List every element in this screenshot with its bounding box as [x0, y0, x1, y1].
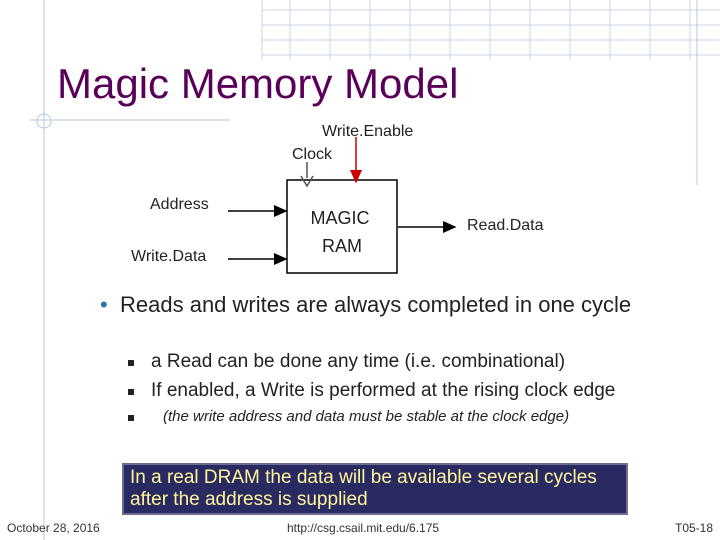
slide-title: Magic Memory Model [57, 60, 459, 107]
magic-ram-label-line1: MAGIC [310, 208, 369, 228]
write-data-label: Write.Data [131, 248, 206, 265]
sub-bullet: a Read can be done any time (i.e. combin… [128, 351, 565, 373]
callout-text: In a real DRAM the data will be availabl… [130, 467, 597, 510]
address-label: Address [150, 196, 209, 213]
sub-bullet-note-text: (the write address and data must be stab… [163, 408, 570, 425]
write-enable-label: Write.Enable [322, 123, 413, 140]
square-bullet-icon [128, 414, 134, 421]
sub-bullet-note: (the write address and data must be stab… [128, 408, 569, 425]
bullet-dot-icon: • [100, 292, 108, 317]
square-bullet-icon [128, 360, 134, 366]
clock-label: Clock [292, 146, 333, 163]
footer-url[interactable]: http://csg.csail.mit.edu/6.175 [287, 521, 440, 535]
main-bullet: • Reads and writes are always completed … [100, 290, 660, 319]
footer-date: October 28, 2016 [7, 521, 100, 535]
magic-ram-box [286, 179, 398, 274]
dram-callout-box: In a real DRAM the data will be availabl… [122, 463, 628, 515]
clock-edge-icon [300, 175, 314, 188]
main-bullet-text: Reads and writes are always completed in… [120, 292, 632, 317]
sub-bullet-text: a Read can be done any time (i.e. combin… [151, 351, 566, 372]
footer-page-number: T05-18 [675, 521, 714, 535]
read-data-label: Read.Data [467, 217, 544, 234]
sub-bullet: If enabled, a Write is performed at the … [128, 380, 615, 402]
square-bullet-icon [128, 389, 134, 395]
sub-bullet-text: If enabled, a Write is performed at the … [151, 380, 616, 401]
magic-ram-label-line2: RAM [322, 236, 362, 256]
